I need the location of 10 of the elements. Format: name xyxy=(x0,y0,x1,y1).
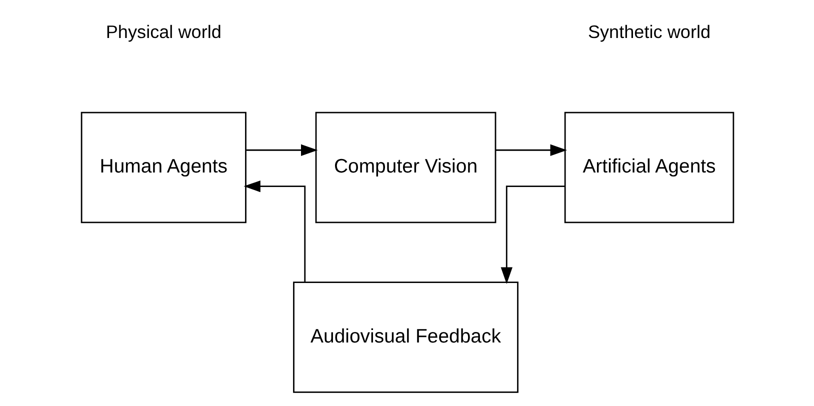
node-box: Artificial Agents xyxy=(564,112,734,224)
node-box: Human Agents xyxy=(80,112,246,224)
arrow xyxy=(495,144,566,156)
arrow xyxy=(246,144,318,156)
arrow xyxy=(500,186,565,284)
label: Physical world xyxy=(105,22,221,42)
node-box: Audiovisual Feedback xyxy=(292,282,518,393)
arrow xyxy=(243,180,306,282)
label: Synthetic world xyxy=(587,22,710,42)
node-box: Computer Vision xyxy=(314,112,496,224)
